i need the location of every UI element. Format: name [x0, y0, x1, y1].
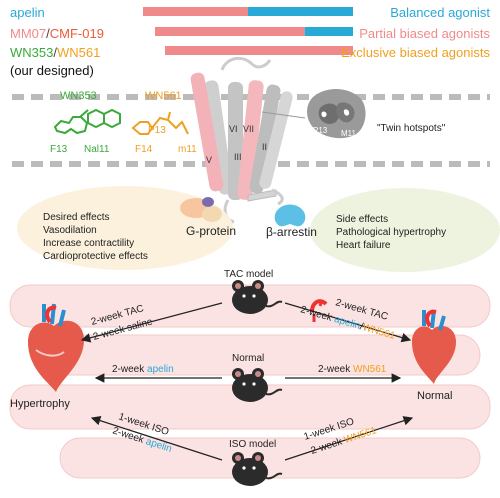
- apelin-receptor: [190, 56, 293, 224]
- residue-f13: F13: [50, 144, 68, 155]
- residue-f14: F14: [135, 144, 153, 155]
- arrow-normal-right-wn561: WN561: [353, 364, 387, 375]
- legend-partial: MM07/CMF-019: [10, 26, 104, 41]
- side-effect-heart-failure: Heart failure: [336, 240, 391, 251]
- legend-exclusive: WN353/WN561: [10, 45, 100, 60]
- arrow-normal-right-2week: 2-week: [318, 364, 353, 375]
- arrow-normal-left-2week: 2-week: [112, 364, 147, 375]
- beta-arrestin-label: β-arrestin: [266, 225, 317, 239]
- helix-v-label: V: [206, 155, 212, 165]
- bar-1-barrestin-segment: [248, 7, 353, 16]
- legend-cmf019: CMF-019: [50, 26, 104, 41]
- desired-effect-cardioprotective: Cardioprotective effects: [43, 251, 148, 262]
- aorta-icon: [310, 299, 328, 322]
- desired-effects-title: Desired effects: [43, 212, 110, 223]
- twin-hotspots-label: "Twin hotspots": [377, 123, 446, 134]
- hotspot-p13: P13: [313, 126, 328, 135]
- residue-p13: P13: [148, 125, 166, 136]
- twin-hotspots-icon: [307, 89, 366, 139]
- normal-heart-icon: [412, 309, 456, 384]
- side-effects-blob: [310, 188, 500, 272]
- side-effect-hypertrophy: Pathological hypertrophy: [336, 227, 446, 238]
- normal-model-label: Normal: [232, 353, 264, 364]
- wn561-label: WN561: [145, 90, 182, 102]
- tac-mouse-icon: [232, 280, 283, 314]
- helix-ii-label: II: [262, 142, 267, 152]
- legend-slash-1: /: [46, 26, 50, 41]
- arrow-normal-right-label: 2-week WN561: [318, 364, 387, 375]
- hypertrophy-heart-icon: [28, 303, 84, 392]
- hotspot-pointer: [261, 111, 306, 119]
- legend-apelin: apelin: [10, 5, 45, 20]
- bar-2-barrestin-segment: [304, 27, 353, 36]
- arrow-tac-to-hypertrophy: [80, 302, 223, 343]
- legend-wn353: WN353: [10, 45, 53, 60]
- wn353-label: WN353: [60, 90, 97, 102]
- helix-vii-label: VII: [243, 124, 254, 134]
- arrow-tac-to-normal: [284, 302, 412, 343]
- g-protein-icon: [180, 197, 222, 222]
- hotspot-m11: M11: [341, 129, 357, 138]
- residue-m11: m11: [178, 144, 197, 155]
- legend-mm07: MM07: [10, 26, 46, 41]
- label-exclusive-agonists: Exclusive biased agonists: [341, 45, 490, 60]
- normal-heart-label: Normal: [417, 390, 452, 402]
- helix-vi-label: VI: [229, 124, 238, 134]
- g-protein-label: G-protein: [186, 224, 236, 238]
- residue-nal11: Nal11: [84, 144, 110, 155]
- beta-arrestin-icon: [274, 204, 306, 227]
- bar-2-gprotein-segment: [155, 27, 305, 36]
- bias-bars: [143, 7, 353, 55]
- desired-effects-blob: [17, 186, 233, 270]
- label-balanced-agonist: Balanced agonist: [390, 5, 490, 20]
- label-partial-agonists: Partial biased agonists: [359, 26, 490, 41]
- bar-3-gprotein-segment: [165, 46, 353, 55]
- wn353-molecule-icon: [53, 108, 121, 135]
- arrow-tac-right-slash: /: [359, 321, 365, 332]
- hypertrophy-label: Hypertrophy: [10, 398, 70, 410]
- legend-wn561: WN561: [57, 45, 100, 60]
- legend-slash-2: /: [53, 45, 57, 60]
- arrow-iso-to-normal: [284, 416, 414, 461]
- desired-effect-contractility: Increase contractility: [43, 238, 134, 249]
- side-effects-title: Side effects: [336, 214, 388, 225]
- normal-mouse-icon: [232, 368, 283, 402]
- iso-mouse-icon: [232, 452, 283, 486]
- tac-model-label: TAC model: [224, 269, 273, 280]
- desired-effect-vasodilation: Vasodilation: [43, 225, 97, 236]
- bar-1-gprotein-segment: [143, 7, 248, 16]
- arrow-normal-left-apelin: apelin: [147, 364, 174, 375]
- arrow-iso-to-hypertrophy: [90, 416, 223, 461]
- arrow-normal-left-label: 2-week apelin: [112, 364, 174, 375]
- legend-designed-note: (our designed): [10, 63, 94, 78]
- wn561-molecule-icon: [131, 111, 189, 135]
- helix-iii-label: III: [234, 152, 242, 162]
- iso-model-label: ISO model: [229, 439, 276, 450]
